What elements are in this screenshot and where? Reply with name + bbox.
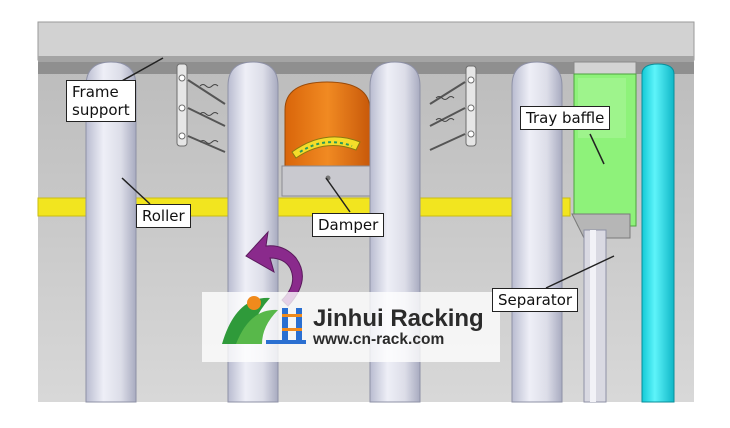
leader-separator [545, 255, 615, 289]
watermark-brand: Jinhui Racking [313, 305, 484, 332]
leader-frame-support [119, 57, 164, 83]
label-frame-support: Frame support [66, 80, 136, 122]
leader-tray-baffle [589, 133, 605, 165]
brand-logo-icon [222, 296, 306, 344]
label-tray-baffle: Tray baffle [520, 106, 611, 130]
rotation-arrow-icon [245, 230, 303, 307]
frame-support-left [176, 63, 226, 153]
leader-damper [325, 177, 351, 213]
damper [281, 81, 375, 197]
roller-4 [511, 61, 563, 403]
callout-leaders [119, 57, 615, 289]
frame-beam [37, 21, 695, 62]
label-roller: Roller [136, 204, 191, 228]
frame-support-right [429, 65, 477, 151]
watermark-url: www.cn-rack.com [313, 331, 445, 348]
label-damper: Damper [312, 213, 385, 237]
leader-roller [121, 177, 151, 205]
separator-rod [583, 229, 607, 403]
roller-1 [85, 61, 137, 403]
label-separator: Separator [492, 288, 579, 312]
separator-column [641, 63, 675, 403]
